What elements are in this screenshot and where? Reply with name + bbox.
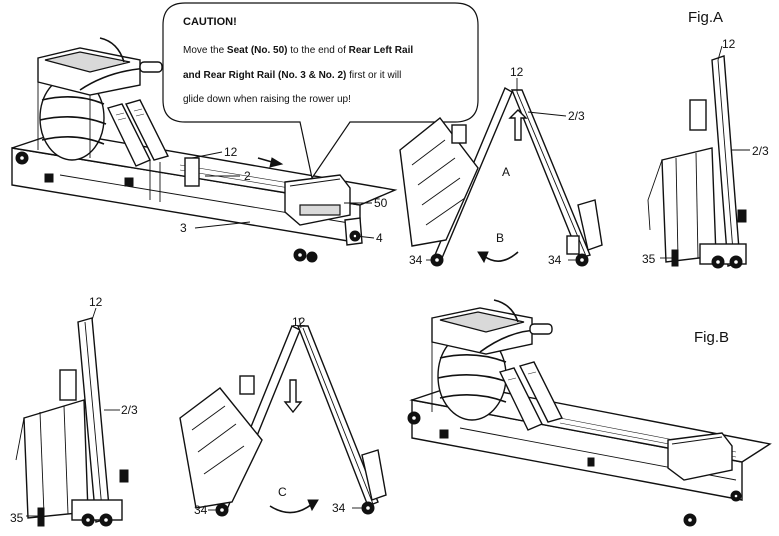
callout-12-upright-a: 12 [722,37,736,51]
callout-12-upright-b: 12 [89,295,103,309]
rower-upright-bottom [15,307,129,527]
caution-line-3: glide down when raising the rower up! [183,94,351,105]
rower-raising-top [399,78,603,267]
fig-b-label: Fig.B [694,329,729,346]
callout-2: 2 [244,169,251,183]
caution-line-1: Move the Seat (No. 50) to the end of Rea… [183,45,413,56]
caution-line-2: and Rear Right Rail (No. 3 & No. 2) firs… [183,70,401,81]
callout-34-raise-a-left: 34 [409,253,423,267]
caution-bubble [162,2,479,180]
callout-4: 4 [376,231,383,245]
rower-upright-top [647,45,750,269]
callout-23-upright-b: 2/3 [121,403,138,417]
motion-label-a: A [502,165,510,179]
caution-title: CAUTION! [183,16,237,28]
fig-a-label: Fig.A [688,9,723,26]
callout-3: 3 [180,221,187,235]
callout-12-lower-b: 12 [292,315,306,329]
motion-label-c: C [278,485,287,499]
callout-35-upright-b: 35 [10,511,24,525]
callout-23-raise-a: 2/3 [568,109,585,123]
rower-horizontal-bottom [407,299,772,527]
callout-34-lower-b-left: 34 [194,503,208,517]
callout-35-upright-a: 35 [642,252,656,266]
callout-34-raise-a-right: 34 [548,253,562,267]
callout-34-lower-b-right: 34 [332,501,346,515]
callout-50: 50 [374,196,388,210]
motion-label-b: B [496,231,504,245]
callout-12-raise-a: 12 [510,65,524,79]
callout-23-upright-a: 2/3 [752,144,769,158]
rower-horizontal-top [11,37,398,263]
callout-12-top: 12 [224,145,238,159]
rower-lowering-bottom [179,317,387,517]
